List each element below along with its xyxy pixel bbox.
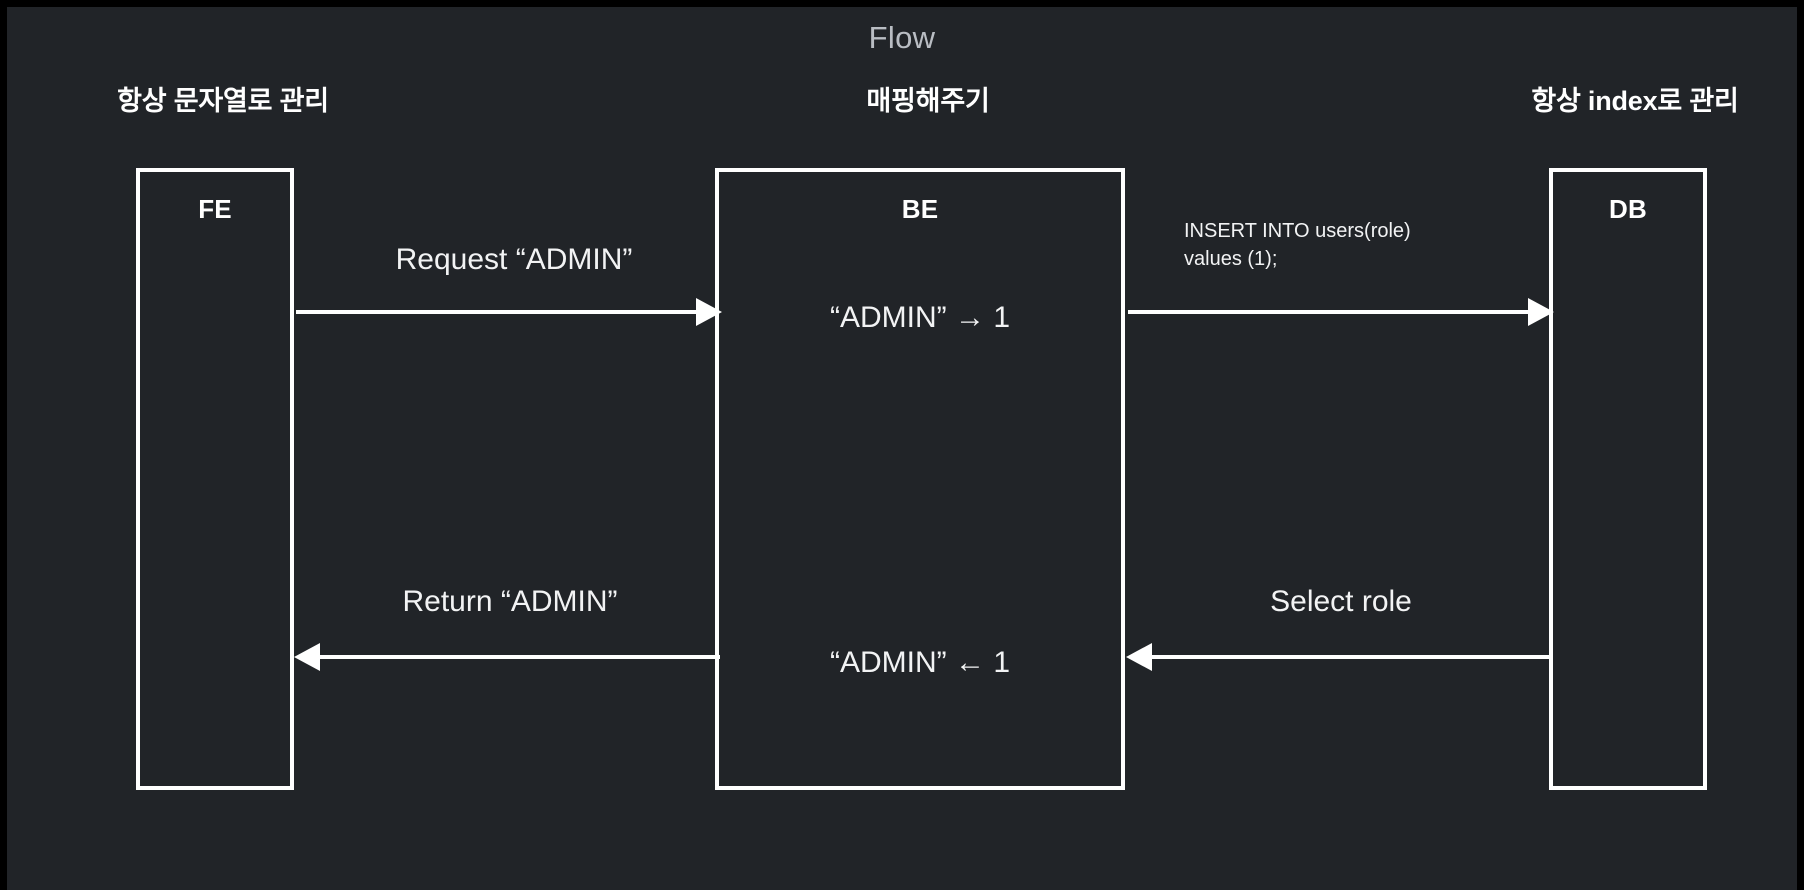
arrow-label-be-to-db: INSERT INTO users(role) values (1);	[1184, 220, 1411, 271]
diagram-title: Flow	[868, 20, 936, 55]
arrow-label-fe-to-be: Request “ADMIN”	[395, 243, 633, 276]
arrow-head-right-icon-be-to-db	[1528, 298, 1554, 326]
arrow-line-be-to-db	[1128, 310, 1528, 314]
arrow-head-left-icon-be-to-fe	[294, 643, 320, 671]
arrow-label-db-to-be: Select role	[1270, 585, 1412, 618]
arrow-head-left-icon-db-to-be	[1126, 643, 1152, 671]
mapping-text-response: “ADMIN” ← 1	[830, 646, 1010, 679]
column-header-be: 매핑해주기	[866, 86, 990, 116]
column-header-db: 항상 index로 관리	[1531, 86, 1739, 116]
arrow-line-db-to-be	[1152, 655, 1552, 659]
arrow-head-right-icon-fe-to-be	[696, 298, 722, 326]
column-header-fe: 항상 문자열로 관리	[117, 86, 329, 116]
arrow-label-be-to-fe: Return “ADMIN”	[402, 585, 618, 618]
node-box-db: DB	[1549, 168, 1707, 790]
node-label-db: DB	[1609, 194, 1647, 224]
arrow-line-fe-to-be	[296, 310, 696, 314]
arrow-line-be-to-fe	[320, 655, 720, 659]
diagram-stage: Flow 항상 문자열로 관리 매핑해주기 항상 index로 관리 FE BE…	[7, 7, 1797, 890]
node-label-be: BE	[901, 194, 939, 224]
node-label-fe: FE	[198, 194, 232, 224]
node-box-fe: FE	[136, 168, 294, 790]
mapping-text-request: “ADMIN” → 1	[830, 301, 1010, 334]
node-box-be: BE	[715, 168, 1125, 790]
